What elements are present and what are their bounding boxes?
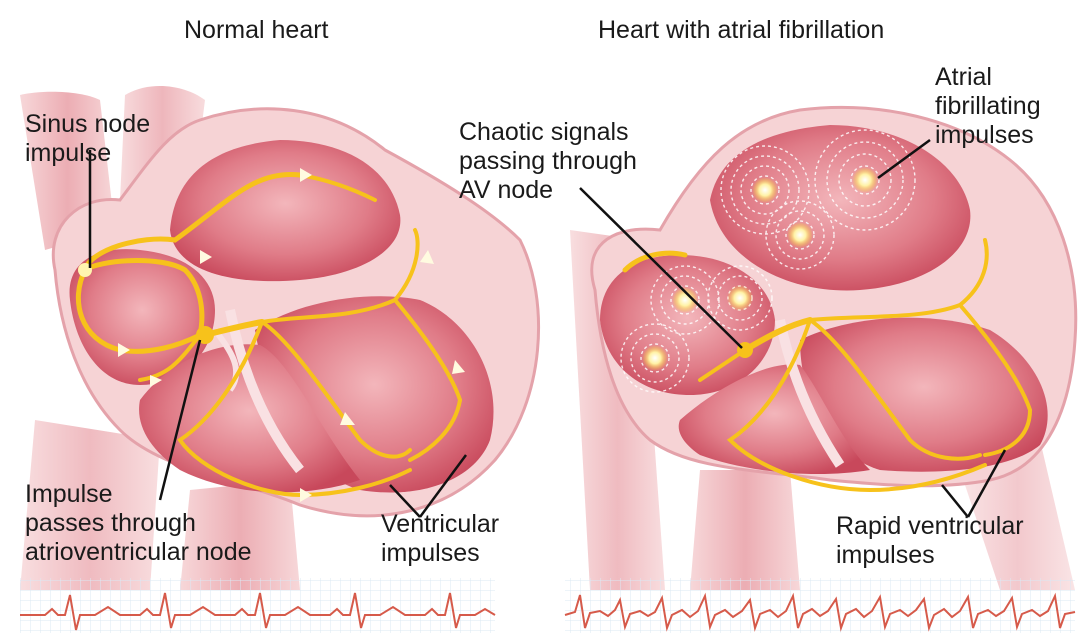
ecg-afib [565, 578, 1075, 633]
rapid-label-line1: Rapid ventricular [836, 512, 1024, 541]
chaotic-signals-label: Chaotic signals passing through AV node [459, 118, 637, 205]
ventricular-label-line2: impulses [381, 539, 499, 568]
sinus-node-label-line1: Sinus node [25, 110, 150, 139]
av-node-label: Impulse passes through atrioventricular … [25, 480, 252, 567]
ventricular-label-line1: Ventricular [381, 510, 499, 539]
av-node-label-line2: passes through [25, 509, 252, 538]
ventricular-impulses-label: Ventricular impulses [381, 510, 499, 568]
av-node-label-line1: Impulse [25, 480, 252, 509]
rapid-label-line2: impulses [836, 541, 1024, 570]
chaotic-label-line3: AV node [459, 176, 637, 205]
av-node-label-line3: atrioventricular node [25, 538, 252, 567]
chaotic-label-line2: passing through [459, 147, 637, 176]
normal-heart-title: Normal heart [184, 15, 329, 45]
afib-heart-title: Heart with atrial fibrillation [598, 15, 884, 45]
rapid-ventricular-label: Rapid ventricular impulses [836, 512, 1024, 570]
atrial-label-line2: fibrillating [935, 92, 1041, 121]
chaotic-label-line1: Chaotic signals [459, 118, 637, 147]
atrial-fibrillating-label: Atrial fibrillating impulses [935, 63, 1041, 150]
sinus-node-label-line2: impulse [25, 139, 150, 168]
atrial-label-line3: impulses [935, 121, 1041, 150]
ecg-normal [20, 578, 495, 633]
sinus-node-label: Sinus node impulse [25, 110, 150, 168]
atrial-label-line1: Atrial [935, 63, 1041, 92]
